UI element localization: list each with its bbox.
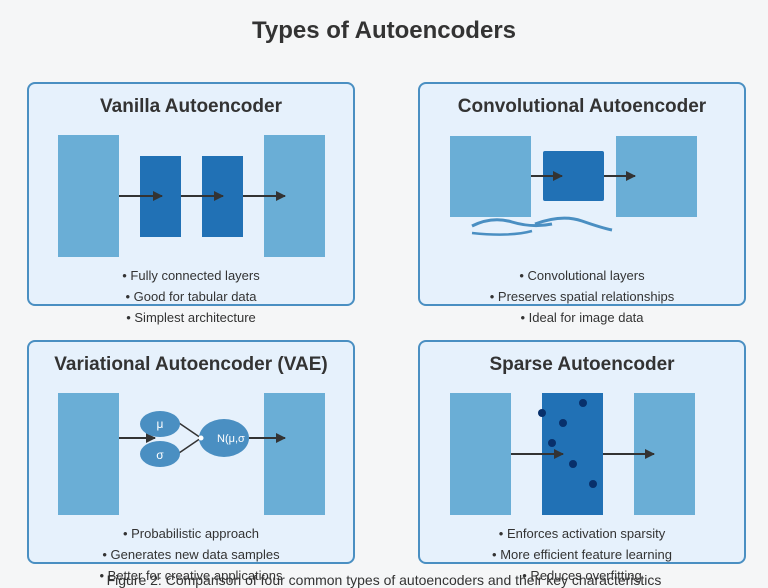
- wave-line: [534, 216, 613, 232]
- active-neuron-dot: [538, 409, 546, 417]
- vanilla-bullet-list: • Fully connected layers • Good for tabu…: [29, 265, 353, 328]
- bullet-item: • Simplest architecture: [126, 310, 256, 325]
- variational-panel-title: Variational Autoencoder (VAE): [54, 354, 328, 375]
- encoder-block: [58, 393, 119, 515]
- active-neuron-dot: [559, 419, 567, 427]
- sampling-label: N(μ,σ: [217, 433, 245, 445]
- bullet-item: • Good for tabular data: [125, 289, 257, 304]
- bullet-item: • Reduces overfitting: [522, 568, 642, 583]
- bullet-item: • Ideal for image data: [520, 310, 644, 325]
- wave-line: [471, 218, 553, 228]
- bullet-item: • Fully connected layers: [122, 268, 260, 283]
- bullet-item: • Probabilistic approach: [122, 526, 260, 541]
- vanilla-diagram: [58, 135, 325, 257]
- active-neuron-dot: [589, 480, 597, 488]
- sampling-ellipse: [199, 419, 249, 457]
- figure-caption: Figure 2: Comparison of four common type…: [106, 572, 662, 588]
- convolutional-diagram: [450, 136, 697, 236]
- latent-feature-block: [543, 151, 604, 201]
- convolutional-autoencoder-panel: Convolutional Autoencoder • Convolutiona…: [418, 82, 746, 325]
- connector-line: [178, 437, 202, 454]
- input-layer-block: [58, 135, 119, 257]
- bullet-item: • Convolutional layers: [519, 268, 645, 283]
- mu-label: μ: [157, 417, 164, 431]
- sampling-input-dot: [198, 435, 204, 441]
- decoder-block: [264, 393, 325, 515]
- bullet-item: • More efficient feature learning: [492, 547, 672, 562]
- vanilla-autoencoder-panel: Vanilla Autoencoder • Fully connected la…: [27, 82, 355, 325]
- input-layer-block: [450, 393, 511, 515]
- convolutional-panel-title: Convolutional Autoencoder: [457, 96, 707, 117]
- wave-line: [471, 229, 533, 236]
- sigma-label: σ: [156, 448, 164, 462]
- variational-autoencoder-panel: Variational Autoencoder (VAE) μ σ N(μ,σ …: [27, 340, 355, 583]
- sparse-bullet-list: • Enforces activation sparsity • More ef…: [420, 523, 744, 586]
- active-neuron-dot: [548, 439, 556, 447]
- bullet-item: • Generates new data samples: [102, 547, 280, 562]
- mu-ellipse: [140, 411, 180, 437]
- bullet-item: • Enforces activation sparsity: [498, 526, 666, 541]
- active-neuron-dot: [569, 460, 577, 468]
- sigma-ellipse: [140, 441, 180, 467]
- convolutional-bullet-list: • Convolutional layers • Preserves spati…: [420, 265, 744, 328]
- connector-line: [178, 422, 202, 439]
- input-feature-map-block: [450, 136, 531, 217]
- variational-bullet-list: • Probabilistic approach • Generates new…: [29, 523, 353, 586]
- bullet-item: • Better for creative applications: [99, 568, 283, 583]
- sparse-diagram: [450, 393, 695, 515]
- vanilla-panel-title: Vanilla Autoencoder: [100, 96, 282, 117]
- page-title: Types of Autoencoders: [251, 17, 517, 44]
- bullet-item: • Preserves spatial relationships: [489, 289, 675, 304]
- sparse-panel-title: Sparse Autoencoder: [489, 354, 675, 375]
- sparse-autoencoder-panel: Sparse Autoencoder • Enforces activation…: [418, 340, 746, 583]
- variational-diagram: μ σ N(μ,σ: [58, 393, 325, 515]
- active-neuron-dot: [579, 399, 587, 407]
